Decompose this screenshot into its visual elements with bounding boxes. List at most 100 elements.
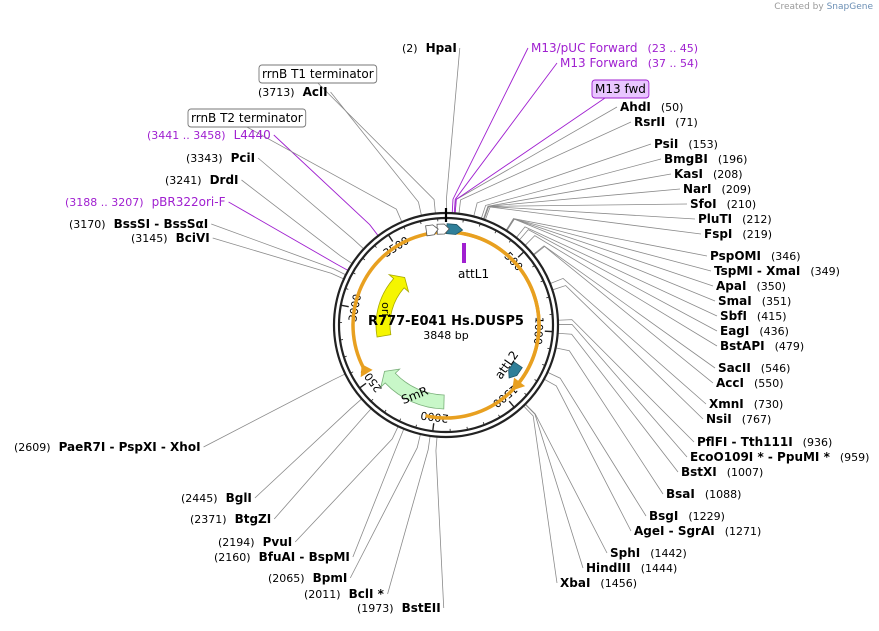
- ruler-tick: [432, 423, 435, 432]
- label-site-acci: AccI(550): [716, 376, 784, 390]
- label-name: SacII: [718, 361, 751, 375]
- svg-text:BstAPI(479): BstAPI(479): [720, 339, 804, 353]
- svg-text:RsrII(71): RsrII(71): [634, 115, 698, 129]
- label-name: BsgI: [649, 509, 678, 523]
- label-name: XbaI: [560, 576, 590, 590]
- label-position: (196): [718, 153, 748, 166]
- label-name: NarI: [683, 182, 712, 196]
- leader-line: [483, 206, 696, 220]
- label-position: (212): [742, 213, 772, 226]
- label-name: BglI: [226, 491, 252, 505]
- leader-line: [555, 347, 664, 495]
- attl1-site: [445, 223, 464, 235]
- label-position: (210): [727, 198, 757, 211]
- label-name: SbfI: [720, 309, 747, 323]
- label-name: PluTI: [698, 212, 732, 226]
- label-position: (2371): [190, 513, 227, 526]
- label-position: (2): [402, 42, 418, 55]
- label-site-bsai: BsaI(1088): [666, 487, 741, 501]
- ruler-tick: [542, 364, 546, 366]
- label-name: pBR322ori-F: [152, 195, 226, 209]
- label-name: BssSI - BssSαI: [114, 217, 209, 231]
- credit-brand: SnapGene: [826, 2, 873, 12]
- svg-text:(2445)BglI: (2445)BglI: [181, 491, 252, 505]
- label-name: TspMI - XmaI: [714, 264, 800, 278]
- label-name: EagI: [720, 324, 749, 338]
- label-position: (3441 .. 3458): [147, 129, 226, 142]
- svg-text:AccI(550): AccI(550): [716, 376, 784, 390]
- leader-line: [524, 235, 718, 347]
- svg-text:BstXI(1007): BstXI(1007): [681, 465, 763, 479]
- leader-line: [484, 206, 702, 235]
- ruler-tick: [508, 400, 515, 408]
- label-name: SfoI: [690, 197, 717, 211]
- label-position: (436): [759, 325, 789, 338]
- leader-line: [557, 323, 688, 458]
- ruler-tick: [482, 421, 485, 426]
- ori-label: ori: [379, 302, 392, 316]
- label-position: (415): [757, 310, 787, 323]
- label-primer-l4440: (3441 .. 3458)L4440: [147, 128, 271, 142]
- label-site-bmgbi: BmgBI(196): [664, 152, 747, 166]
- label-site-bcivi: (3145)BciVI: [131, 231, 210, 245]
- label-position: (959): [840, 451, 870, 464]
- label-position: (3145): [131, 232, 168, 245]
- label-box: [258, 64, 378, 84]
- leader-line: [349, 433, 421, 579]
- svg-text:AgeI - SgrAI(1271): AgeI - SgrAI(1271): [634, 524, 761, 538]
- ruler-tick: [374, 245, 377, 248]
- svg-text:(2609)PaeR7I - PspXI - XhoI: (2609)PaeR7I - PspXI - XhoI: [14, 440, 201, 454]
- label-position: (71): [675, 116, 698, 129]
- svg-text:PsiI(153): PsiI(153): [654, 137, 718, 151]
- label-position: (350): [756, 280, 786, 293]
- label-site-pvui: (2194)PvuI: [218, 535, 292, 549]
- attl2-site: [508, 361, 523, 379]
- label-position: (50): [661, 101, 684, 114]
- label-name: ApaI: [716, 279, 746, 293]
- label-site-xmni: XmnI(730): [709, 397, 783, 411]
- leader-line: [515, 226, 718, 317]
- label-position: (3343): [186, 152, 223, 165]
- svg-text:M13/pUC Forward(23 .. 45): M13/pUC Forward(23 .. 45): [531, 41, 698, 55]
- ruler-tick: [532, 265, 536, 268]
- plasmid-length: 3848 bp: [423, 329, 468, 342]
- label-position: (2609): [14, 441, 51, 454]
- leader-line: [246, 126, 403, 223]
- leader-line: [317, 82, 436, 214]
- label-position: (550): [754, 377, 784, 390]
- svg-text:(3441 .. 3458)L4440: (3441 .. 3458)L4440: [147, 128, 271, 142]
- label-name: AhdI: [620, 100, 651, 114]
- svg-text:NarI(209): NarI (209): [683, 182, 751, 196]
- svg-text:PluTI(212): PluTI (212): [698, 212, 772, 226]
- label-name: KasI: [674, 167, 703, 181]
- label-position: (209): [722, 183, 752, 196]
- label-site-psii: PsiI(153): [654, 137, 718, 151]
- label-position: (346): [771, 250, 801, 263]
- label-position: (153): [688, 138, 718, 151]
- ruler-tick: [540, 280, 544, 283]
- leader-line: [273, 134, 379, 237]
- label-position: (479): [775, 340, 805, 353]
- leader-line: [524, 404, 584, 569]
- label-position: (1271): [725, 525, 762, 538]
- label-site-bstxi: BstXI(1007): [681, 465, 763, 479]
- label-name: NsiI: [706, 412, 732, 426]
- ruler-tick: [387, 234, 394, 242]
- label-site-pcii: (3343)PciI: [186, 151, 255, 165]
- label-site-apai: ApaI (350): [716, 279, 786, 293]
- ruler-tick: [546, 296, 550, 299]
- label-position: (546): [761, 362, 791, 375]
- ruler-tick: [478, 223, 481, 227]
- plasmid-name: R777-E041 Hs.DUSP5: [368, 314, 524, 329]
- label-position: (349): [810, 265, 840, 278]
- label-site-eagi: EagI (436): [720, 324, 789, 338]
- label-site-bgli: (2445)BglI: [181, 491, 252, 505]
- box-label-text: rrnB T1 terminator: [262, 67, 374, 81]
- svg-text:ApaI(350): ApaI (350): [716, 279, 786, 293]
- leader-line: [532, 245, 716, 369]
- leader-line: [549, 277, 707, 405]
- label-position: (3170): [69, 218, 106, 231]
- orf-arrowhead-counter: [360, 364, 373, 378]
- ruler-tick: [350, 371, 354, 374]
- label-position: (1456): [600, 577, 637, 590]
